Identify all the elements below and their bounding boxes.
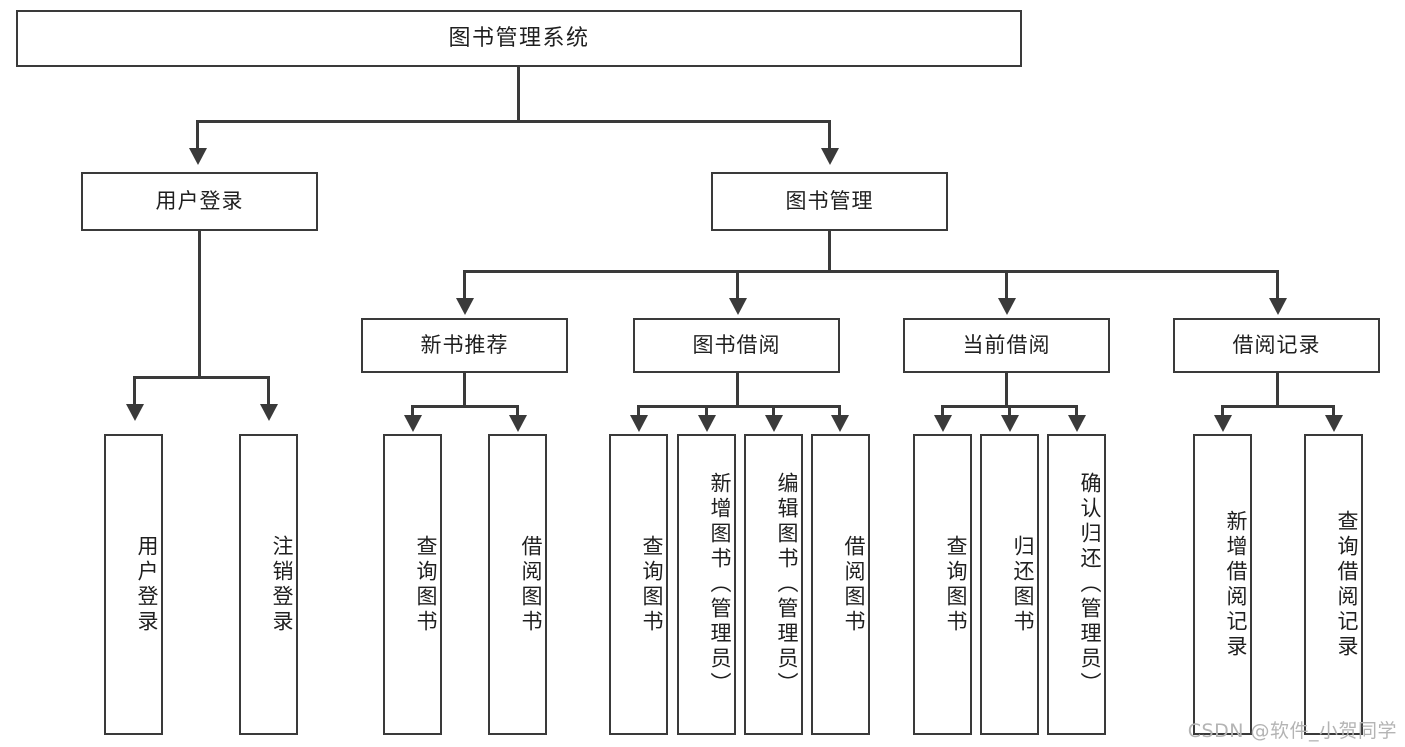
connector-drop-leaf-br-1 <box>1221 405 1224 417</box>
leaf-current-borrow-confirm-return[interactable]: 确认归还（管理员） <box>1047 434 1106 735</box>
connector-book-borrow-stem <box>736 373 739 408</box>
connector-drop-new-book <box>463 270 466 300</box>
connector-book-mgmt-stem <box>828 231 831 273</box>
connector-drop-leaf-br-2 <box>1332 405 1335 417</box>
arrow-leaf-bb-4 <box>831 415 849 432</box>
connector-drop-leaf-new-book-2 <box>516 405 519 417</box>
connector-current-borrow-stem <box>1005 373 1008 408</box>
arrow-current-borrow <box>998 298 1016 315</box>
connector-drop-leaf-bb-1 <box>637 405 640 417</box>
node-label: 图书管理 <box>785 189 874 214</box>
connector-drop-borrow-record <box>1276 270 1279 300</box>
arrow-user-login <box>189 148 207 165</box>
connector-drop-current-borrow <box>1005 270 1008 300</box>
leaf-book-borrow-add[interactable]: 新增图书（管理员） <box>677 434 736 735</box>
connector-drop-leaf-new-book-1 <box>411 405 414 417</box>
node-label: 编辑图书（管理员） <box>775 472 799 697</box>
connector-drop-leaf-user-login-1 <box>133 376 136 406</box>
node-label: 新增图书（管理员） <box>708 472 732 697</box>
connector-drop-user-login <box>196 120 199 150</box>
node-user-login[interactable]: 用户登录 <box>81 172 318 231</box>
arrow-leaf-new-book-1 <box>404 415 422 432</box>
connector-drop-leaf-cb-3 <box>1075 405 1078 417</box>
connector-user-login-stem <box>198 231 201 379</box>
arrow-leaf-bb-1 <box>630 415 648 432</box>
leaf-book-borrow-borrow[interactable]: 借阅图书 <box>811 434 870 735</box>
node-label: 查询图书 <box>640 534 664 635</box>
connector-drop-leaf-cb-1 <box>941 405 944 417</box>
arrow-leaf-cb-3 <box>1068 415 1086 432</box>
node-label: 用户登录 <box>155 189 244 214</box>
arrow-leaf-user-login-2 <box>260 404 278 421</box>
arrow-new-book-recommend <box>456 298 474 315</box>
connector-drop-leaf-bb-4 <box>838 405 841 417</box>
leaf-current-borrow-return[interactable]: 归还图书 <box>980 434 1039 735</box>
leaf-borrow-record-add[interactable]: 新增借阅记录 <box>1193 434 1252 735</box>
node-label: 确认归还（管理员） <box>1078 472 1102 697</box>
arrow-book-mgmt <box>821 148 839 165</box>
node-root-system[interactable]: 图书管理系统 <box>16 10 1022 67</box>
leaf-current-borrow-query[interactable]: 查询图书 <box>913 434 972 735</box>
connector-new-book-bus <box>411 405 519 408</box>
leaf-user-login-login[interactable]: 用户登录 <box>104 434 163 735</box>
node-label: 查询图书 <box>944 534 968 635</box>
leaf-book-borrow-edit[interactable]: 编辑图书（管理员） <box>744 434 803 735</box>
node-label: 归还图书 <box>1011 534 1035 635</box>
connector-drop-leaf-cb-2 <box>1008 405 1011 417</box>
arrow-borrow-record <box>1269 298 1287 315</box>
arrow-leaf-br-1 <box>1214 415 1232 432</box>
connector-drop-book-mgmt <box>828 120 831 150</box>
node-new-book-recommend[interactable]: 新书推荐 <box>361 318 568 373</box>
node-label: 借阅图书 <box>519 534 543 635</box>
leaf-book-borrow-query[interactable]: 查询图书 <box>609 434 668 735</box>
connector-drop-book-borrow <box>736 270 739 300</box>
node-book-management[interactable]: 图书管理 <box>711 172 948 231</box>
arrow-leaf-cb-2 <box>1001 415 1019 432</box>
connector-borrow-record-stem <box>1276 373 1279 408</box>
connector-new-book-stem <box>463 373 466 408</box>
connector-book-mgmt-bus <box>463 270 1279 273</box>
node-label: 借阅图书 <box>842 534 866 635</box>
arrow-leaf-bb-2 <box>698 415 716 432</box>
node-current-borrow[interactable]: 当前借阅 <box>903 318 1110 373</box>
leaf-user-login-logout[interactable]: 注销登录 <box>239 434 298 735</box>
arrow-leaf-br-2 <box>1325 415 1343 432</box>
node-borrow-record[interactable]: 借阅记录 <box>1173 318 1380 373</box>
leaf-new-book-query[interactable]: 查询图书 <box>383 434 442 735</box>
arrow-leaf-cb-1 <box>934 415 952 432</box>
arrow-leaf-bb-3 <box>765 415 783 432</box>
node-label: 注销登录 <box>270 534 294 635</box>
node-label: 新书推荐 <box>420 333 509 358</box>
connector-root-bus <box>196 120 831 123</box>
arrow-book-borrow <box>729 298 747 315</box>
node-label: 图书借阅 <box>692 333 781 358</box>
connector-borrow-record-bus <box>1221 405 1335 408</box>
node-label: 查询图书 <box>414 534 438 635</box>
leaf-borrow-record-query[interactable]: 查询借阅记录 <box>1304 434 1363 735</box>
connector-drop-leaf-user-login-2 <box>267 376 270 406</box>
node-label: 图书管理系统 <box>448 25 590 51</box>
connector-drop-leaf-bb-2 <box>705 405 708 417</box>
node-label: 新增借阅记录 <box>1224 509 1248 660</box>
node-label: 查询借阅记录 <box>1335 509 1359 660</box>
connector-drop-leaf-bb-3 <box>772 405 775 417</box>
node-label: 当前借阅 <box>962 333 1051 358</box>
node-book-borrow[interactable]: 图书借阅 <box>633 318 840 373</box>
connector-root-stem <box>517 67 520 122</box>
arrow-leaf-user-login-1 <box>126 404 144 421</box>
node-label: 用户登录 <box>135 534 159 635</box>
node-label: 借阅记录 <box>1232 333 1321 358</box>
leaf-new-book-borrow[interactable]: 借阅图书 <box>488 434 547 735</box>
connector-book-borrow-bus <box>637 405 841 408</box>
connector-user-login-bus <box>133 376 270 379</box>
arrow-leaf-new-book-2 <box>509 415 527 432</box>
